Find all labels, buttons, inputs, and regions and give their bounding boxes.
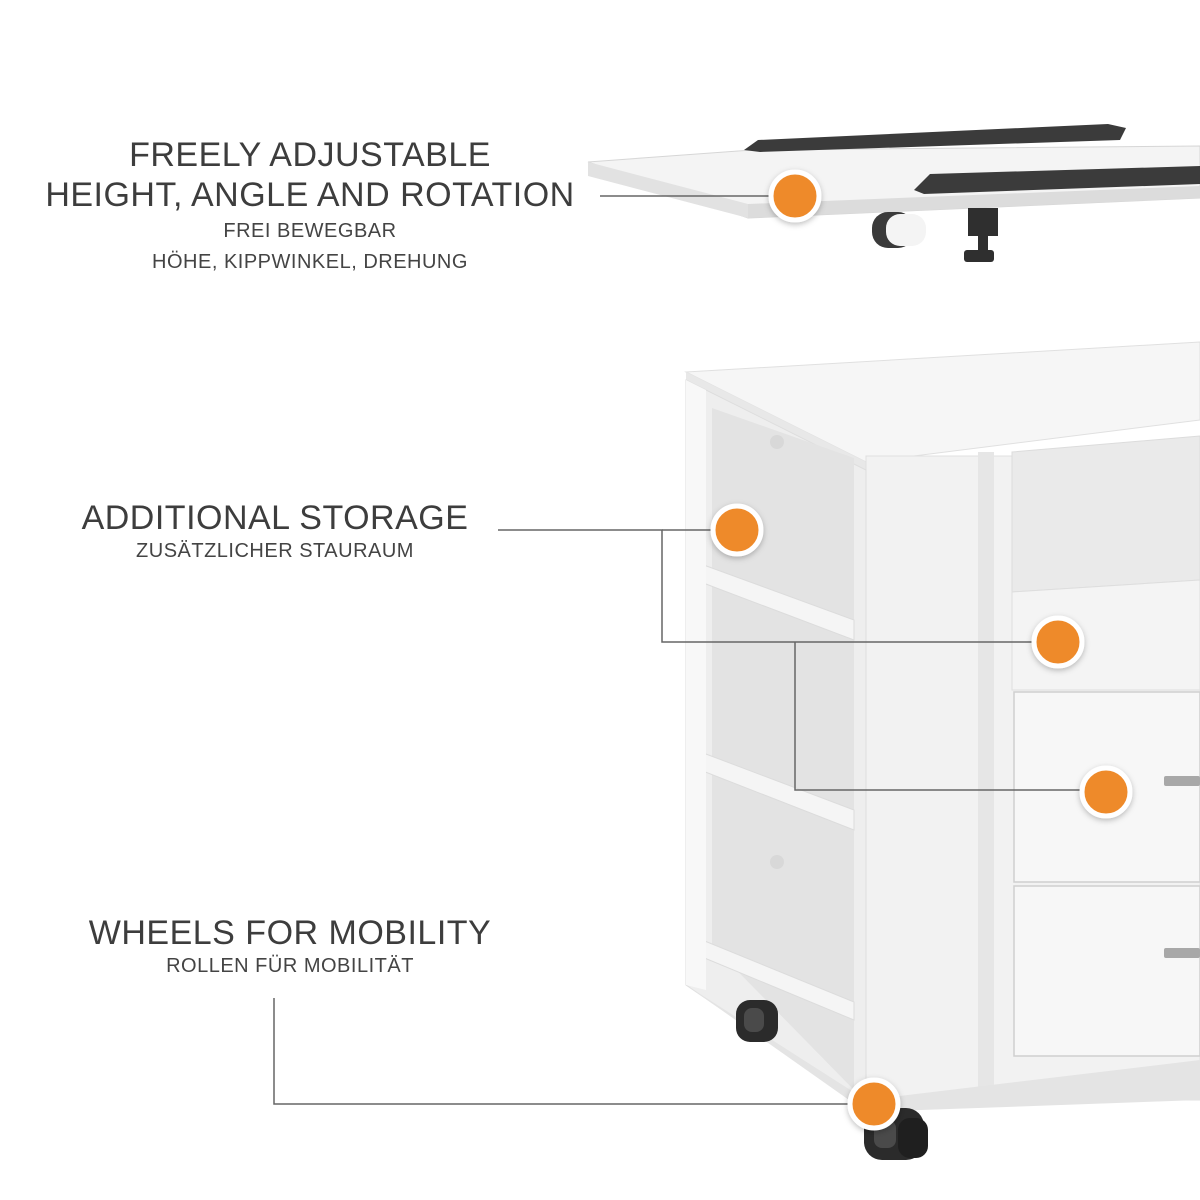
- feature-rotation-title-line1: FREELY ADJUSTABLE: [129, 136, 491, 174]
- bottom-rail: [914, 166, 1200, 194]
- leader-line-storage: [498, 529, 1034, 643]
- drawer-handle: [1164, 948, 1200, 958]
- feature-wheels-subtitle: ROLLEN FÜR MOBILITÄT: [166, 955, 414, 977]
- adjustable-tabletop: [587, 124, 1200, 262]
- feature-wheels: WHEELS FOR MOBILITY ROLLEN FÜR MOBILITÄT: [55, 913, 525, 979]
- feature-storage-subtitle: ZUSÄTZLICHER STAURAUM: [136, 540, 414, 562]
- lower-drawer: [1013, 885, 1200, 1057]
- feature-wheels-title: WHEELS FOR MOBILITY: [88, 914, 492, 952]
- leader-line-wheels: [273, 998, 852, 1105]
- feature-storage: ADDITIONAL STORAGE ZUSÄTZLICHER STAURAUM: [55, 498, 495, 564]
- feature-rotation: FREELY ADJUSTABLE HEIGHT, ANGLE AND ROTA…: [20, 135, 600, 277]
- marker-side-shelves: [710, 503, 764, 557]
- feature-rotation-title-line2: HEIGHT, ANGLE AND ROTATION: [45, 176, 575, 214]
- marker-drawers: [1079, 765, 1133, 819]
- feature-rotation-subtitle-line2: HÖHE, KIPPWINKEL, DREHUNG: [152, 251, 468, 273]
- top-rail: [744, 124, 1126, 152]
- feature-rotation-subtitle-line1: FREI BEWEGBAR: [223, 220, 397, 242]
- leader-lines: [273, 195, 1082, 1105]
- marker-wheels: [847, 1077, 901, 1131]
- feature-storage-title: ADDITIONAL STORAGE: [81, 499, 469, 537]
- tabletop-clamp: [968, 208, 998, 236]
- marker-rotation: [768, 169, 822, 223]
- marker-open-compartment: [1031, 615, 1085, 669]
- drawer-handle: [1164, 776, 1200, 786]
- wheel: [736, 1000, 778, 1042]
- feature-markers: [710, 169, 1133, 1131]
- cabinet: [684, 341, 1200, 1160]
